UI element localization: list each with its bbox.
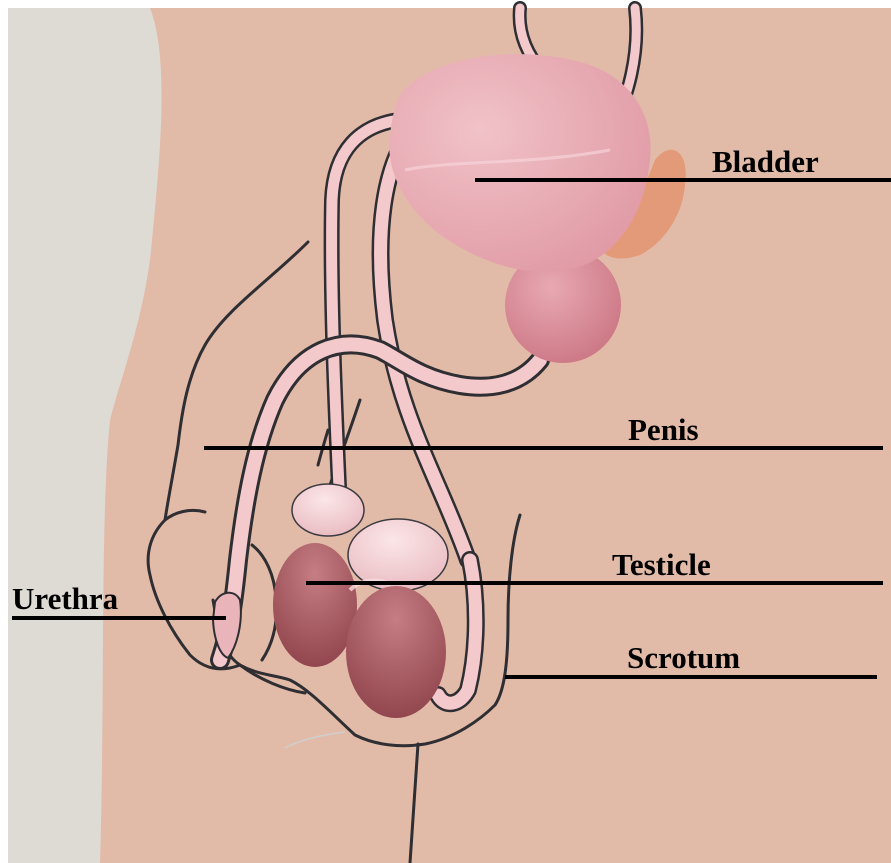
testis-right <box>346 586 446 718</box>
urethra-label: Urethra <box>12 583 118 614</box>
bladder-label: Bladder <box>712 146 819 177</box>
epididymis-left <box>292 484 364 536</box>
testis-left <box>273 543 357 667</box>
penis-label: Penis <box>628 414 699 445</box>
scrotum-label: Scrotum <box>627 642 740 673</box>
testicle-label: Testicle <box>612 549 711 580</box>
